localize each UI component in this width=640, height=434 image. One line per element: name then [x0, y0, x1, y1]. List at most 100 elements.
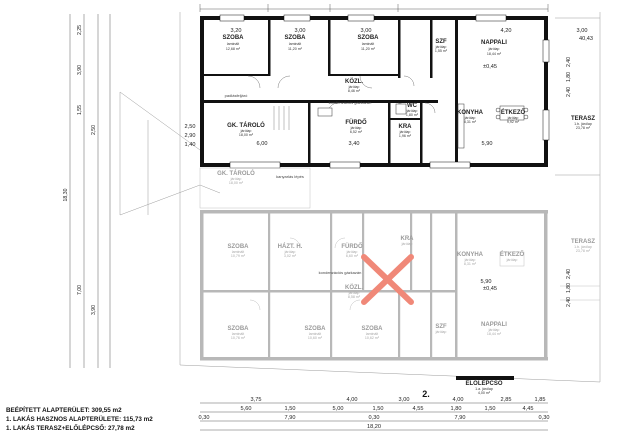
svg-text:laminált: laminált	[362, 42, 374, 46]
room-terasz: TERASZ	[571, 116, 595, 122]
svg-text:11,20 m²: 11,20 m²	[361, 47, 376, 51]
svg-text:járólap: járólap	[401, 242, 413, 246]
label-padlasfeljaro: padlásfeljáró	[225, 93, 248, 98]
svg-text:laminált: laminált	[366, 332, 378, 336]
svg-text:3,90: 3,90	[77, 65, 83, 75]
svg-text:járólap: járólap	[435, 45, 447, 49]
room-nappali: NAPPALI	[481, 40, 507, 46]
svg-text:10,79 m²: 10,79 m²	[231, 254, 246, 258]
section-number: 2.	[422, 389, 430, 399]
svg-text:2,85: 2,85	[501, 397, 512, 403]
lower-room-etkezo: ÉTKEZŐ	[500, 250, 525, 258]
svg-text:1,55 m²: 1,55 m²	[435, 49, 448, 53]
bottom-dimensions	[200, 402, 548, 431]
svg-text:3,75: 3,75	[251, 397, 262, 403]
lower-room-terasz: TERASZ	[571, 239, 595, 245]
label-kondenzacios-lower: kondenzációs gázkazán	[319, 270, 362, 275]
svg-text:1,40: 1,40	[185, 142, 196, 148]
svg-text:1.b. járólap: 1.b. járólap	[574, 245, 592, 249]
upper-furniture	[317, 103, 529, 149]
room-furdo: FÜRDŐ	[345, 119, 367, 126]
svg-text:járólap: járólap	[399, 130, 411, 134]
svg-text:3,20: 3,20	[231, 28, 242, 34]
svg-text:±0,45: ±0,45	[483, 64, 497, 70]
svg-text:18,00 m²: 18,00 m²	[229, 181, 244, 185]
svg-text:±0,45: ±0,45	[483, 286, 497, 292]
svg-text:járólap: járólap	[348, 85, 360, 89]
svg-text:9,92 m²: 9,92 m²	[507, 120, 520, 124]
svg-text:járólap: járólap	[406, 109, 418, 113]
svg-text:3,00: 3,00	[399, 397, 410, 403]
svg-text:6,60 m²: 6,60 m²	[346, 254, 359, 258]
svg-text:1.a. járólap: 1.a. járólap	[475, 387, 493, 391]
svg-text:1,80 m²: 1,80 m²	[406, 113, 419, 117]
svg-text:1,50: 1,50	[285, 406, 296, 412]
bottom-dimension-labels: 3,75 4,00 3,00 4,00 2,85 1,85 5,60 1,50 …	[199, 397, 550, 430]
svg-text:10,62 m²: 10,62 m²	[365, 336, 380, 340]
room-szf: SZF	[435, 39, 447, 45]
svg-text:járólap: járólap	[488, 328, 500, 332]
upper-stairs	[273, 106, 290, 130]
legend-built-area: BEÉPÍTETT ALAPTERÜLET: 309,55 m2	[6, 407, 122, 414]
svg-text:18,44 m²: 18,44 m²	[487, 52, 502, 56]
room-gk-tarolo: GK. TÁROLÓ	[227, 121, 265, 129]
room-szoba-2: SZOBA	[285, 35, 307, 41]
svg-text:2,50: 2,50	[185, 124, 196, 130]
svg-text:1,85: 1,85	[535, 397, 546, 403]
lower-room-szoba-1: SZOBA	[228, 244, 250, 250]
svg-text:1,50: 1,50	[485, 406, 496, 412]
legend-flat1-terrace: 1. LAKÁS TERASZ+ELŐLÉPCSŐ: 27,78 m2	[6, 425, 135, 432]
legend-flat1-area: 1. LAKÁS HASZNOS ALAPTERÜLETE: 115,73 m2	[6, 416, 153, 423]
svg-text:járólap: járólap	[435, 330, 447, 334]
svg-text:8,31 m²: 8,31 m²	[464, 120, 477, 124]
svg-text:4,20: 4,20	[501, 28, 512, 34]
svg-text:7,00: 7,00	[77, 285, 83, 295]
svg-text:18,20: 18,20	[367, 424, 381, 430]
lower-room-kra: KRA	[401, 236, 415, 242]
svg-text:23,78 m²: 23,78 m²	[576, 249, 591, 253]
svg-text:1,96 m²: 1,96 m²	[399, 134, 412, 138]
svg-text:3,00: 3,00	[295, 28, 306, 34]
lower-room-gk-tarolo: GK. TÁROLÓ	[217, 169, 255, 177]
svg-text:0,30: 0,30	[369, 415, 380, 421]
svg-text:2,25: 2,25	[77, 25, 83, 35]
svg-text:járólap: járólap	[488, 47, 500, 51]
svg-text:5,90: 5,90	[481, 279, 492, 285]
svg-text:4,00 m²: 4,00 m²	[478, 391, 491, 395]
svg-text:8,46 m²: 8,46 m²	[348, 89, 361, 93]
svg-text:18,44 m²: 18,44 m²	[487, 332, 502, 336]
svg-text:5,90: 5,90	[482, 141, 493, 147]
svg-text:2,50: 2,50	[91, 125, 97, 135]
svg-text:2,40: 2,40	[566, 297, 572, 307]
upper-room-labels: SZOBA laminált 12,68 m² SZOBA laminált 1…	[223, 35, 596, 138]
svg-text:járólap: járólap	[348, 291, 360, 295]
svg-text:1.b. járólap: 1.b. járólap	[574, 122, 592, 126]
room-szoba-3: SZOBA	[358, 35, 380, 41]
svg-text:2,40: 2,40	[566, 269, 572, 279]
front-steps: ELŐLÉPCSŐ 1.a. járólap 4,00 m²	[456, 376, 514, 395]
svg-text:6,52 m²: 6,52 m²	[350, 130, 363, 134]
svg-text:2,90: 2,90	[185, 133, 196, 139]
svg-text:8,31 m²: 8,31 m²	[464, 262, 477, 266]
svg-text:23,78 m²: 23,78 m²	[576, 126, 591, 130]
lower-room-nappali: NAPPALI	[481, 322, 507, 328]
svg-text:járólap: járólap	[350, 126, 362, 130]
svg-text:laminált: laminált	[309, 332, 321, 336]
svg-text:2,40: 2,40	[566, 87, 572, 97]
room-kozl: KÖZL.	[345, 78, 363, 85]
svg-text:3,02 m²: 3,02 m²	[284, 254, 297, 258]
svg-text:járólap: járólap	[240, 129, 252, 133]
svg-text:járólap: járólap	[507, 116, 519, 120]
room-szoba-1: SZOBA	[223, 35, 245, 41]
svg-text:járólap: járólap	[284, 250, 296, 254]
room-eloleps: ELŐLÉPCSŐ	[465, 379, 502, 387]
svg-text:0,30: 0,30	[199, 415, 210, 421]
lower-room-hazt-h: HÁZT. H.	[278, 243, 303, 250]
svg-text:laminált: laminált	[232, 332, 244, 336]
svg-text:járólap: járólap	[346, 250, 358, 254]
svg-text:7,90: 7,90	[285, 415, 296, 421]
svg-text:40,43: 40,43	[579, 36, 593, 42]
right-dimensions: 2,40 1,80 2,40 2,40 1,80 2,40	[566, 57, 572, 307]
svg-text:5,60: 5,60	[241, 406, 252, 412]
